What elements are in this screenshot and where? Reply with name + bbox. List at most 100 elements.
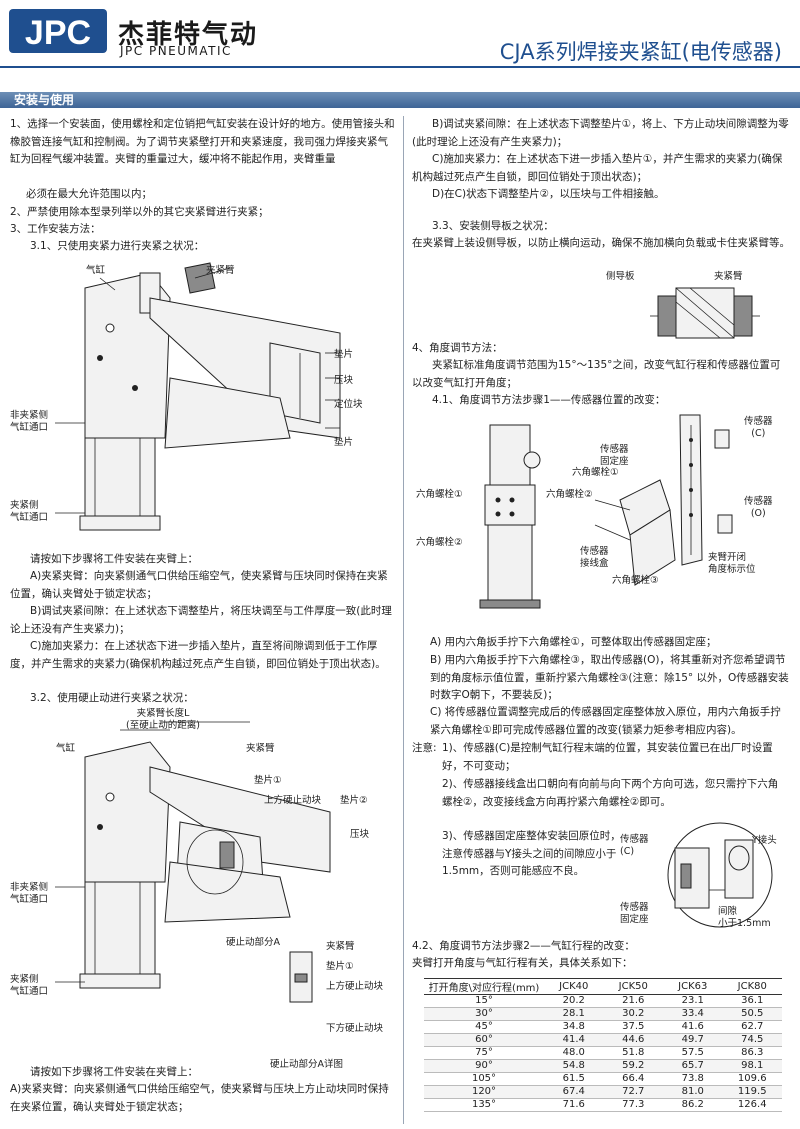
table-cell: 30.2: [603, 1007, 663, 1021]
header-divider: [0, 66, 800, 68]
table-cell: 41.4: [544, 1033, 604, 1047]
table-cell: 90°: [424, 1059, 544, 1073]
table-cell: 34.8: [544, 1020, 604, 1034]
section-3-1: 3.1、只使用夹紧力进行夹紧之状况：: [30, 240, 205, 252]
table-cell: 120°: [424, 1085, 544, 1099]
label-locator: 定位块: [334, 399, 363, 410]
section-4-2: 4.2、角度调节方法步骤2——气缸行程的改变：: [412, 940, 635, 952]
label-release-port-2: 非夹紧侧 气缸通口: [10, 882, 49, 905]
label-pressure-block: 压块: [334, 375, 354, 386]
label-cylinder-2: 气缸: [56, 743, 76, 754]
paragraph-1b: 必须在最大允许范围以内；: [26, 188, 152, 200]
paragraph-3: 3、工作安装方法：: [10, 223, 101, 235]
table-cell: 75°: [424, 1046, 544, 1060]
label-side-guide: 侧导板: [606, 271, 635, 282]
table-cell: 135°: [424, 1098, 544, 1112]
table-cell: 44.6: [603, 1033, 663, 1047]
table-cell: 67.4: [544, 1085, 604, 1099]
table-cell: 126.4: [722, 1098, 782, 1112]
table-cell: 71.6: [544, 1098, 604, 1112]
label-hex-bolt-3: 六角螺栓③: [612, 575, 659, 586]
column-divider: [403, 116, 404, 1124]
table-cell: 105°: [424, 1072, 544, 1086]
step-b-1: B)调试夹紧间隙：在上述状态下调整垫片，将压块调至与工件厚度一致(此时理论上还没…: [10, 605, 392, 635]
step-a-4-1: A) 用内六角扳手拧下六角螺栓①，可整体取出传感器固定座；: [430, 636, 717, 648]
label-hex-bolt-1: 六角螺栓①: [416, 489, 463, 500]
section-title: 安装与使用: [14, 93, 75, 107]
table-cell: 62.7: [722, 1020, 782, 1034]
label-release-port: 非夹紧侧 气缸通口: [10, 410, 49, 433]
table-cell: 86.3: [722, 1046, 782, 1060]
table-cell: 77.3: [603, 1098, 663, 1112]
label-hard-stop-a: 硬止动部分A: [226, 937, 280, 948]
step-b-2: B)调试夹紧间隙：在上述状态下调整垫片①，将上、下方止动块间隙调整为零(此时理论…: [412, 118, 789, 148]
step-a-2: A)夹紧夹臂：向夹紧侧通气口供给压缩空气，使夹紧臂与压块上方止动块同时保持在夹紧…: [10, 1083, 389, 1113]
table-cell: 21.6: [603, 994, 663, 1008]
table-cell: 48.0: [544, 1046, 604, 1060]
step-c-2: C)施加夹紧力：在上述状态下进一步插入垫片①，并产生需求的夹紧力(确保机构越过死…: [412, 153, 783, 183]
label-clamp-port: 夹紧侧 气缸通口: [10, 500, 49, 523]
steps-intro-1: 请按如下步骤将工件安装在夹臂上：: [30, 553, 198, 565]
page-title: CJA系列焊接夹紧缸(电传感器): [499, 40, 782, 64]
label-shim-1: 垫片①: [254, 775, 282, 786]
label-detail-caption: 硬止动部分A详图: [270, 1059, 343, 1070]
label-hex-bolt-1b: 六角螺栓①: [572, 467, 619, 478]
table-cell: 119.5: [722, 1085, 782, 1099]
table-cell: 57.5: [663, 1046, 723, 1060]
step-b-4-1: B) 用内六角扳手拧下六角螺栓③，取出传感器(O)，将其重新对齐您希望调节到的角…: [430, 654, 789, 701]
label-arm-length: 夹紧臂长度L (至硬止动的距离): [126, 708, 200, 731]
section-4-2-text: 夹臂打开角度与气缸行程有关，具体关系如下：: [412, 957, 633, 969]
table-cell: 33.4: [663, 1007, 723, 1021]
brand-name-cn: 杰菲特气动: [118, 20, 259, 50]
section-header: 安装与使用: [0, 92, 800, 108]
label-clamp-arm-3: 夹紧臂: [714, 271, 743, 282]
label-sensor-o: 传感器 (O): [744, 496, 773, 519]
section-4-text: 夹紧缸标准角度调节范围为15°～135°之间，改变气缸行程和传感器位置可以改变气…: [412, 359, 781, 389]
table-cell: 72.7: [603, 1085, 663, 1099]
table-cell: 109.6: [722, 1072, 782, 1086]
label-y-joint: Y接头: [752, 835, 777, 846]
table-header-cell: JCK80: [722, 978, 782, 995]
table-cell: 61.5: [544, 1072, 604, 1086]
label-clamp-port-2: 夹紧侧 气缸通口: [10, 974, 49, 997]
note-label: 注意:: [412, 742, 437, 754]
label-sensor-holder-2: 传感器 固定座: [620, 902, 649, 925]
table-cell: 36.1: [722, 994, 782, 1008]
table-cell: 30°: [424, 1007, 544, 1021]
table-cell: 74.5: [722, 1033, 782, 1047]
section-4: 4、角度调节方法：: [412, 342, 503, 354]
table-cell: 41.6: [663, 1020, 723, 1034]
table-cell: 51.8: [603, 1046, 663, 1060]
label-hex-bolt-2b: 六角螺栓②: [546, 489, 593, 500]
table-cell: 45°: [424, 1020, 544, 1034]
section-3-2: 3.2、使用硬止动进行夹紧之状况：: [30, 692, 194, 704]
sensor-diagram: [479, 414, 733, 609]
note-1: 1)、传感器(C)是控制气缸行程末端的位置，其安装位置已在出厂时设置好，不可变动…: [442, 742, 773, 772]
table-header-cell: JCK50: [603, 978, 663, 995]
table-cell: 86.2: [663, 1098, 723, 1112]
section-3-3: 3.3、安装侧导板之状况：: [432, 220, 554, 232]
label-pressure-block-2: 压块: [350, 829, 370, 840]
label-upper-stop: 上方硬止动块: [264, 795, 322, 806]
paragraph-2: 2、严禁使用除本型录列举以外的其它夹紧臂进行夹紧；: [10, 206, 269, 218]
label-sensor-holder: 传感器 固定座: [600, 444, 629, 467]
label-clamp-arm: 夹紧臂: [206, 265, 235, 276]
label-sensor-c-2: 传感器 (C): [620, 834, 649, 857]
table-header-cell: JCK40: [544, 978, 604, 995]
table-cell: 37.5: [603, 1020, 663, 1034]
step-d-2: D)在C)状态下调整垫片②，以压块与工件相接触。: [432, 188, 665, 200]
table-cell: 23.1: [663, 994, 723, 1008]
label-detail-lower: 下方硬止动块: [326, 1023, 384, 1034]
paragraph-1: 1、选择一个安装面，使用螺栓和定位销把气缸安装在设计好的地方。使用管接头和橡胶管…: [10, 118, 395, 165]
step-c-4-1: C) 将传感器位置调整完成后的传感器固定座整体放入原位，用内六角扳手拧紧六角螺栓…: [430, 706, 781, 736]
